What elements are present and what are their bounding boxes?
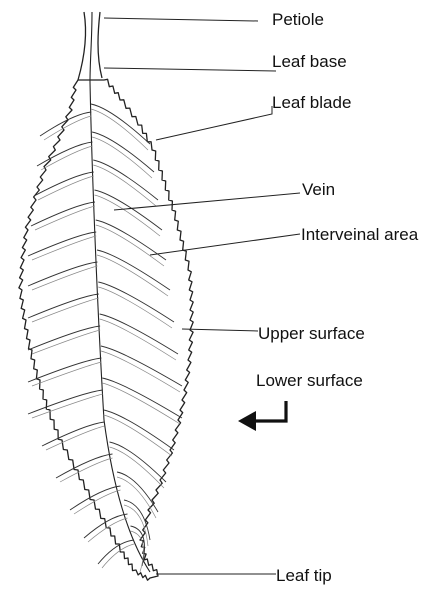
leader-vein [114, 193, 300, 210]
vein-left-shadow [32, 330, 100, 354]
vein-left-shadow [35, 206, 95, 230]
petiole-stalk [78, 12, 102, 82]
label-leaf-blade: Leaf blade [272, 94, 351, 112]
vein-right-shadow [102, 383, 180, 424]
vein-left [28, 358, 101, 382]
vein-left [56, 454, 113, 478]
label-leaf-tip: Leaf tip [276, 567, 332, 585]
vein-right [91, 104, 150, 144]
leader-petiole [104, 18, 258, 21]
vein-right-shadow [101, 351, 180, 392]
vein-left [37, 142, 92, 166]
label-upper-surface: Upper surface [258, 325, 365, 343]
vein-left-shadow [32, 266, 97, 290]
vein-right [98, 282, 174, 322]
return-arrow-icon [238, 401, 286, 431]
vein-right-shadow [100, 319, 176, 360]
vein-left-shadow [60, 458, 113, 482]
vein-left [28, 326, 100, 350]
vein-right [94, 190, 162, 230]
vein-right-shadow [98, 287, 172, 328]
vein-right [110, 442, 167, 482]
vein-left [40, 112, 91, 136]
leader-interveinal-area [150, 234, 300, 255]
vein-left-shadow [41, 146, 92, 170]
vein-left [42, 422, 105, 446]
leaf-blade-outline [19, 79, 193, 580]
vein-right [101, 346, 182, 386]
vein-right-shadow [104, 415, 172, 456]
vein-right-shadow [91, 109, 148, 150]
vein-right-shadow [92, 137, 152, 178]
vein-right [102, 378, 182, 418]
label-interveinal-area: Interveinal area [301, 226, 418, 244]
label-vein: Vein [302, 181, 335, 199]
vein-left [28, 294, 99, 318]
leaf-veins [28, 104, 182, 572]
vein-right [92, 132, 154, 172]
vein-right [104, 410, 174, 450]
vein-right-shadow [110, 447, 165, 488]
vein-left [28, 390, 103, 414]
vein-left-shadow [32, 298, 99, 322]
label-leaf-base: Leaf base [272, 53, 347, 71]
vein-left [31, 202, 95, 226]
vein-left-shadow [38, 176, 94, 200]
leader-leaf-base [104, 68, 276, 71]
vein-right [100, 314, 178, 354]
vein-right [93, 160, 158, 200]
vein-right [97, 250, 170, 290]
vein-left-shadow [32, 362, 101, 386]
vein-right-shadow [93, 165, 156, 206]
label-petiole: Petiole [272, 11, 324, 29]
label-lower-surface: Lower surface [256, 372, 363, 390]
vein-left [28, 232, 96, 256]
vein-left-shadow [32, 236, 96, 260]
leader-leaf-blade [156, 106, 272, 140]
leader-lines [104, 18, 300, 574]
vein-left [28, 262, 97, 286]
vein-left [34, 172, 94, 196]
leader-upper-surface [182, 329, 258, 331]
